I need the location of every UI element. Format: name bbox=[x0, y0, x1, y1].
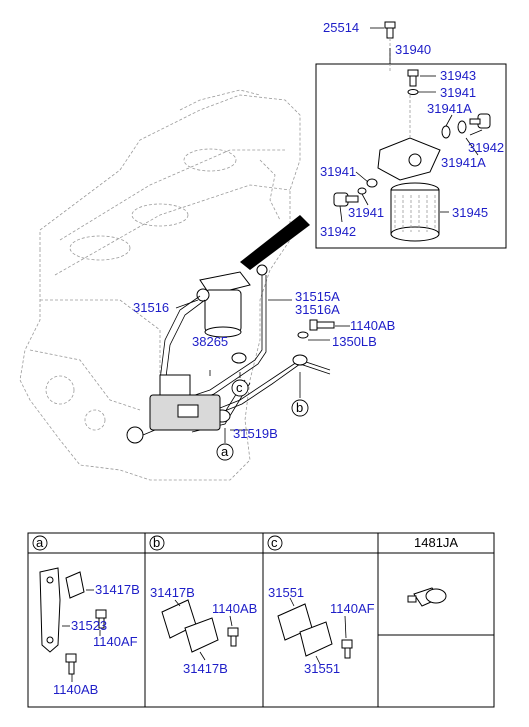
reference-markers: c b a bbox=[216, 379, 309, 461]
table-header-a: a bbox=[36, 535, 44, 550]
panel-c-label-31551-top: 31551 bbox=[268, 585, 304, 600]
label-31942-left: 31942 bbox=[320, 224, 356, 239]
ref-marker-a: a bbox=[221, 444, 229, 459]
panel-b-label-1140AB: 1140AB bbox=[212, 601, 257, 616]
table-header-c: c bbox=[271, 535, 278, 550]
panel-c: 31551 1140AF 31551 bbox=[268, 585, 375, 676]
ref-marker-b: b bbox=[296, 400, 303, 415]
leader-lines bbox=[175, 27, 483, 443]
label-1140AB: 1140AB bbox=[350, 318, 395, 333]
label-31515A: 31515A bbox=[295, 289, 340, 304]
label-31941-mid: 31941 bbox=[348, 205, 384, 220]
panel-c-label-31551-bottom: 31551 bbox=[304, 661, 340, 676]
injection-pump bbox=[126, 374, 221, 444]
panel-a: 31417B 31523 1140AF 1140AB bbox=[39, 567, 140, 697]
table-header-1481JA: 1481JA bbox=[414, 535, 458, 550]
panel-c-label-1140AF: 1140AF bbox=[330, 601, 375, 616]
fuel-pipes bbox=[159, 275, 331, 433]
label-31942-right: 31942 bbox=[468, 140, 504, 155]
panel-b-label-31417B-top: 31417B bbox=[150, 585, 195, 600]
panel-a-label-31523: 31523 bbox=[71, 618, 107, 633]
label-31941A-top: 31941A bbox=[427, 101, 472, 116]
panel-b: 31417B 1140AB 31417B bbox=[150, 585, 257, 676]
callout-labels: 25514 31940 31943 31941 31941A 31942 319… bbox=[133, 20, 504, 441]
label-31941-top: 31941 bbox=[440, 85, 476, 100]
fuel-filter-assembly bbox=[196, 264, 268, 338]
label-1350LB: 1350LB bbox=[332, 334, 377, 349]
label-31943: 31943 bbox=[440, 68, 476, 83]
detail-table: a b c 1481JA 31417B 31523 1140AF 1140AB bbox=[27, 532, 495, 708]
label-31940: 31940 bbox=[395, 42, 431, 57]
table-header-b: b bbox=[153, 535, 160, 550]
filter-detail-box bbox=[315, 21, 507, 249]
panel-a-label-1140AB: 1140AB bbox=[53, 682, 98, 697]
label-25514: 25514 bbox=[323, 20, 359, 35]
bolt-1140AB bbox=[297, 319, 335, 339]
panel-1481JA bbox=[407, 587, 447, 607]
panel-a-label-31417B: 31417B bbox=[95, 582, 140, 597]
label-31941-left: 31941 bbox=[320, 164, 356, 179]
label-31945: 31945 bbox=[452, 205, 488, 220]
panel-a-label-1140AF: 1140AF bbox=[93, 634, 138, 649]
panel-b-label-31417B-bottom: 31417B bbox=[183, 661, 228, 676]
label-38265: 38265 bbox=[192, 334, 228, 349]
label-31516: 31516 bbox=[133, 300, 169, 315]
ref-marker-c: c bbox=[236, 380, 243, 395]
label-31516A: 31516A bbox=[295, 302, 340, 317]
label-31941A-right: 31941A bbox=[441, 155, 486, 170]
label-31519B: 31519B bbox=[233, 426, 278, 441]
callout-wedge bbox=[240, 215, 310, 270]
